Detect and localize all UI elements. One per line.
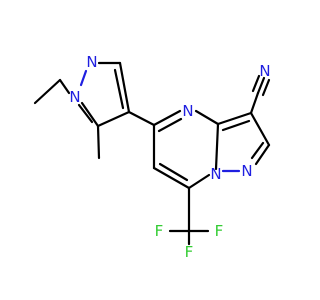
- bond-pyrimidine-c5-n4: [152, 109, 182, 127]
- bond-pyrimidine-c5-n4-double: [157, 117, 183, 133]
- bond-pyrimidine-n7a-c7: [187, 173, 211, 190]
- bond-pyrazolo-c3a-c3-double: [221, 119, 251, 132]
- atom-label-fluorine-right: F: [215, 222, 224, 240]
- bond-pyrazolo-c3a-c3: [216, 111, 253, 126]
- bond-pyrazole-pyrimidine: [127, 110, 156, 127]
- bond-pyrimidine-c3a-n7a: [214, 122, 220, 171]
- atom-label-nitrile-n: N: [259, 62, 270, 80]
- atom-label-bridge-n: N: [210, 165, 221, 183]
- bond-pyrimidine-n4-c3a: [194, 109, 220, 126]
- molecule-structure-diagram: N N N N N N F F F: [33, 53, 271, 261]
- atom-label-fluorine-top: F: [185, 243, 194, 261]
- atom-label-fluorine-left: F: [155, 222, 164, 240]
- bond-pyrazole-c4-c5: [96, 110, 131, 128]
- bond-nitrile-triple-3: [261, 78, 271, 97]
- bond-ethyl-ch2-n1: [58, 78, 71, 95]
- bond-pyrazole-c5-n1-double: [77, 103, 94, 124]
- bond-pyrazole-c5-n1: [80, 101, 100, 128]
- atom-label-pyrazole-n2: N: [86, 53, 97, 71]
- bond-pyrazole-c3-c4: [118, 61, 131, 114]
- bond-pyrimidine-c7-c6-double: [158, 162, 189, 182]
- atom-label-pyrimidine-n4: N: [182, 102, 193, 120]
- atom-label-pyrazole-n1: N: [69, 88, 80, 106]
- bond-nitrile-c3-c: [249, 91, 260, 115]
- bond-nitrile-triple-1: [256, 76, 266, 95]
- bond-pyrazole-c3-c4-double: [113, 68, 125, 110]
- bond-pyrazolo-c3-c2: [249, 111, 271, 147]
- bond-methyl: [96, 124, 101, 160]
- atom-label-pyrazolo-n1: N: [241, 162, 252, 180]
- bond-pyrazolo-c2-n1-double: [250, 141, 265, 160]
- bond-pyrazole-n1-n2: [79, 69, 88, 87]
- bond-ethyl-ch3-ch2: [33, 78, 62, 105]
- bond-pyrazolo-c2-n1: [254, 143, 271, 166]
- bond-pyrimidine-c7-c6: [152, 166, 191, 190]
- bond-nitrile-triple-2: [251, 74, 261, 93]
